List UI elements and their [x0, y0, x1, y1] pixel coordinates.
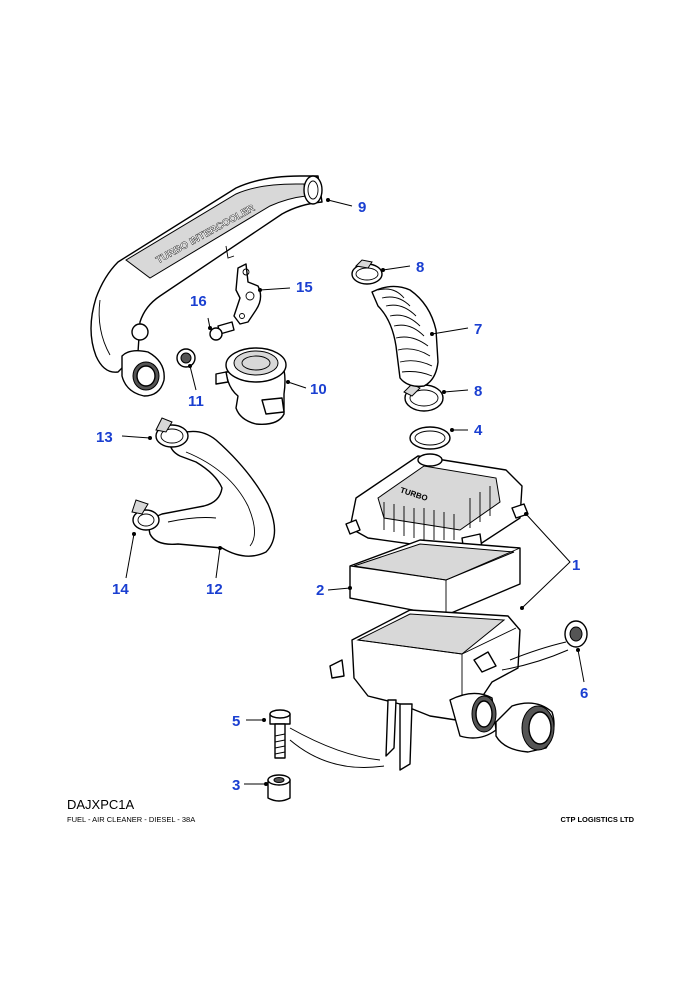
callout-6: 6: [580, 685, 588, 702]
callout-9: 9: [358, 199, 366, 216]
callout-14: 14: [112, 581, 129, 598]
breather-valve: [215, 347, 287, 425]
callout-10: 10: [310, 381, 327, 398]
bracket: [233, 263, 262, 325]
hose-clamp-upper: [351, 259, 383, 285]
rubber-grommet: [564, 620, 588, 648]
callout-13: 13: [96, 429, 113, 446]
hose-clamp-lower: [403, 383, 444, 412]
callout-3: 3: [232, 777, 240, 794]
callout-2: 2: [316, 582, 324, 599]
grommet: [176, 348, 196, 368]
callout-15: 15: [296, 279, 313, 296]
bolt: [269, 709, 291, 759]
callout-1: 1: [572, 557, 580, 574]
company-name: CTP LOGISTICS LTD: [560, 815, 634, 824]
spring-clip-upper: [155, 417, 189, 448]
callout-4: 4: [474, 422, 483, 439]
diagram-description: FUEL - AIR CLEANER - DIESEL - 38A: [67, 815, 196, 824]
filter-element: [349, 539, 521, 617]
spacer: [267, 774, 291, 802]
callout-8-upper: 8: [416, 259, 424, 276]
intake-sleeve: [495, 702, 555, 753]
spring-clip-lower: [131, 499, 160, 531]
callout-7: 7: [474, 321, 482, 338]
seal-ring: [409, 426, 451, 450]
diagram-code: DAJXPC1A: [67, 797, 135, 812]
leader-lines: [121, 198, 585, 786]
callout-8-lower: 8: [474, 383, 482, 400]
callout-16: 16: [190, 293, 207, 310]
callout-11: 11: [188, 393, 204, 410]
air-cleaner-cover: TURBO: [345, 453, 529, 553]
callout-12: 12: [206, 581, 223, 598]
convoluted-hose: [371, 285, 439, 388]
intercooler-duct: TURBO INTERCOOLER: [90, 175, 323, 397]
screw: [209, 321, 235, 341]
callout-5: 5: [232, 713, 240, 730]
air-cleaner-housing: [329, 609, 521, 771]
intercooler-hose: [148, 430, 276, 557]
callout-labels: 1 2 3 4 5 6 7 8 8 9 10 11 12 13 14 15 16: [96, 199, 588, 794]
